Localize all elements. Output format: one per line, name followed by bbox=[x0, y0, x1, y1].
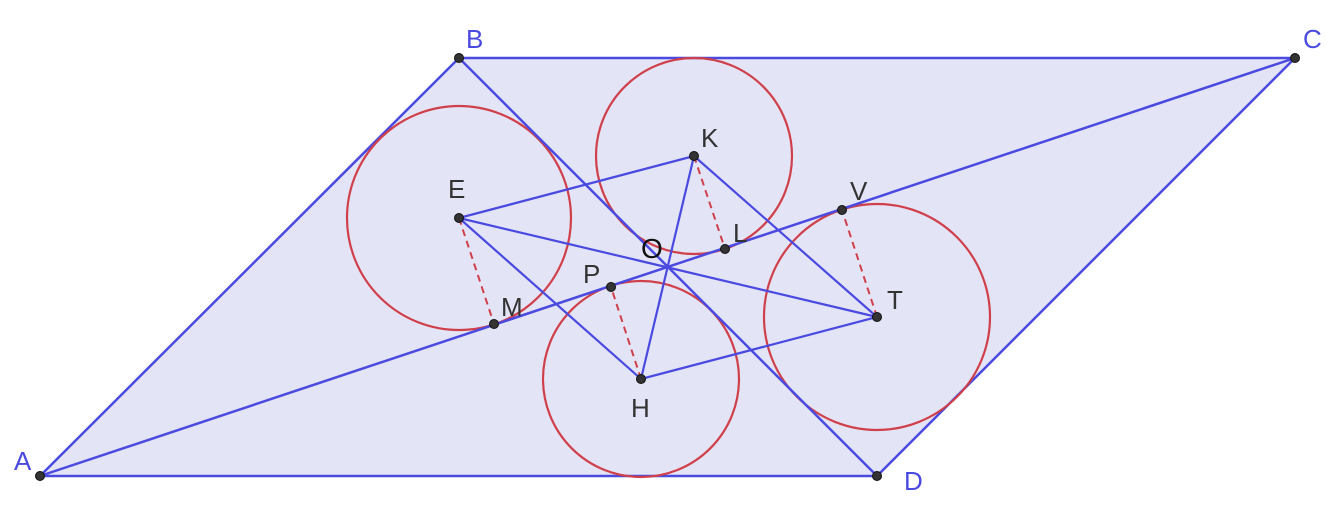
label-k: K bbox=[701, 123, 719, 153]
label-m: M bbox=[501, 292, 523, 322]
perpendicular-kl bbox=[693, 155, 726, 250]
label-c: C bbox=[1303, 24, 1322, 54]
label-b: B bbox=[466, 24, 483, 54]
point-h bbox=[636, 374, 646, 384]
incircle-h bbox=[541, 279, 741, 479]
label-d: D bbox=[904, 466, 923, 496]
point-m bbox=[489, 319, 499, 329]
incircle-t bbox=[762, 202, 992, 432]
point-v bbox=[837, 205, 847, 215]
perpendicular-em bbox=[458, 217, 495, 325]
label-t: T bbox=[887, 285, 903, 315]
point-l bbox=[720, 244, 730, 254]
label-a: A bbox=[14, 446, 32, 476]
point-p bbox=[606, 282, 616, 292]
label-l: L bbox=[733, 218, 747, 248]
label-o: O bbox=[641, 233, 663, 264]
label-p: P bbox=[583, 259, 600, 289]
label-e: E bbox=[448, 174, 465, 204]
segment-kh bbox=[639, 155, 696, 380]
incircle-k bbox=[594, 56, 794, 256]
perpendicular-tv bbox=[841, 209, 878, 318]
point-c bbox=[1290, 53, 1300, 63]
point-e bbox=[454, 213, 464, 223]
point-a bbox=[35, 471, 45, 481]
perpendicular-hp bbox=[610, 286, 642, 380]
incircle-e bbox=[345, 104, 573, 332]
label-v: V bbox=[850, 176, 868, 206]
label-h: H bbox=[631, 393, 650, 423]
point-k bbox=[689, 151, 699, 161]
point-b bbox=[454, 53, 464, 63]
point-t bbox=[872, 312, 882, 322]
point-d bbox=[872, 471, 882, 481]
